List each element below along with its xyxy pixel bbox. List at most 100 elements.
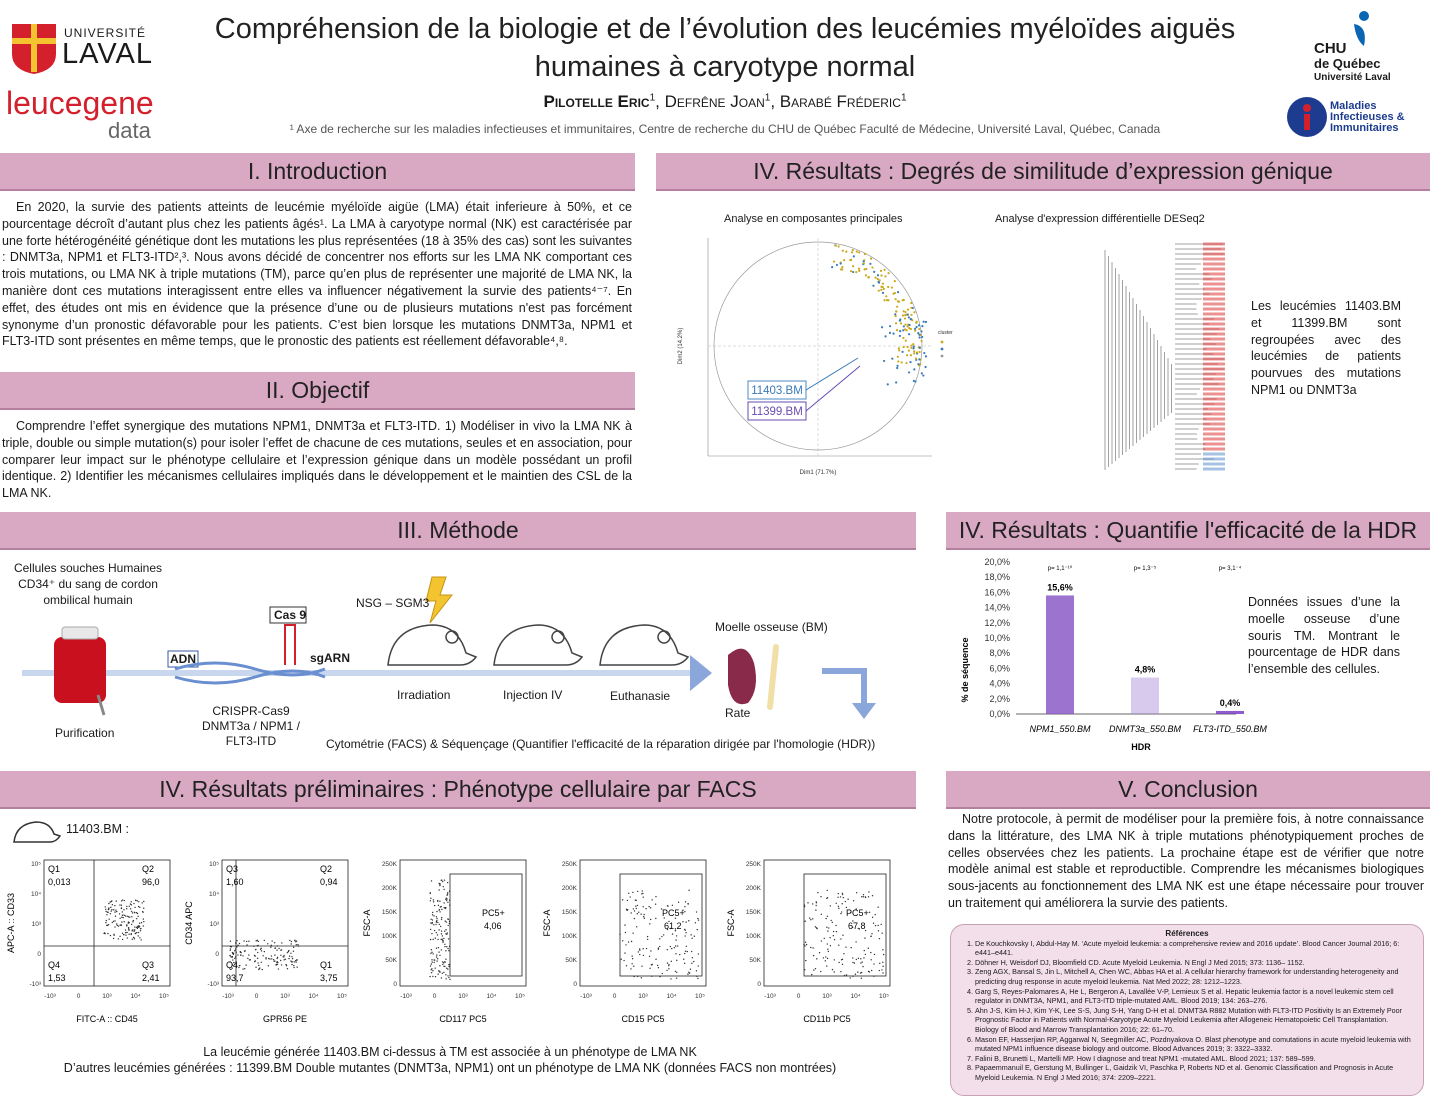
pca-point bbox=[905, 313, 908, 316]
legend-dot-2 bbox=[940, 347, 944, 351]
facs-event bbox=[431, 968, 433, 970]
facs-event bbox=[126, 925, 128, 927]
facs-gate-value: 67,8 bbox=[848, 921, 866, 931]
facs-event bbox=[248, 940, 250, 942]
facs-event bbox=[436, 934, 439, 936]
facs-event bbox=[826, 897, 829, 899]
facs-event bbox=[238, 966, 240, 969]
facs-event bbox=[447, 975, 449, 977]
dendrogram-leaf-label bbox=[1203, 317, 1225, 321]
facs-event bbox=[633, 917, 636, 920]
pca-point bbox=[885, 299, 889, 302]
facs-event bbox=[439, 911, 441, 913]
facs-event bbox=[849, 977, 851, 979]
bone-icon bbox=[767, 644, 779, 710]
facs-event bbox=[676, 971, 678, 974]
facs-event bbox=[246, 944, 248, 946]
conclusion-text: Notre protocole, à permit de modéliser p… bbox=[948, 812, 1424, 910]
facs-event bbox=[642, 915, 645, 918]
pca-point bbox=[876, 274, 880, 277]
facs-event bbox=[675, 935, 678, 937]
pca-point bbox=[857, 267, 861, 270]
facs-event bbox=[113, 909, 115, 911]
chu-logo: CHU de Québec Université Laval bbox=[1310, 10, 1420, 90]
author-1: Pilotelle Eric1 bbox=[543, 92, 656, 111]
pca-point bbox=[902, 329, 905, 332]
pca-point bbox=[858, 269, 861, 272]
facs-event bbox=[119, 904, 121, 906]
pca-point bbox=[923, 351, 926, 355]
facs-event bbox=[631, 958, 634, 960]
facs-event bbox=[852, 961, 854, 964]
facs-event bbox=[431, 919, 434, 921]
dendrogram-leaf-label bbox=[1203, 427, 1225, 431]
pca-point bbox=[913, 352, 916, 355]
pca-point bbox=[841, 249, 844, 252]
facs-event bbox=[674, 970, 677, 972]
dendrogram-leaf-label bbox=[1203, 357, 1225, 361]
facs-event bbox=[852, 900, 855, 902]
facs-event bbox=[436, 917, 438, 920]
facs-event bbox=[837, 905, 840, 908]
facs-event bbox=[137, 915, 139, 918]
method-mouse-strain: NSG – SGM3 bbox=[356, 596, 430, 610]
facs-event bbox=[632, 932, 634, 934]
author-2: Defrêne Joan1 bbox=[664, 92, 771, 111]
facs-event bbox=[435, 920, 438, 923]
facs-event bbox=[443, 902, 445, 904]
facs-event bbox=[676, 945, 679, 947]
facs-quadrant-q-bl-label: Q4 bbox=[48, 960, 60, 970]
facs-event bbox=[280, 954, 282, 956]
facs-event bbox=[863, 949, 865, 952]
facs-event bbox=[120, 904, 123, 906]
facs-event bbox=[263, 950, 266, 953]
facs-event bbox=[642, 906, 644, 908]
facs-event bbox=[283, 959, 285, 961]
facs-event bbox=[126, 931, 128, 934]
facs-event bbox=[657, 947, 660, 949]
pca-point bbox=[922, 320, 925, 323]
facs-event bbox=[231, 967, 233, 969]
facs-event bbox=[136, 927, 139, 930]
facs-plot-frame bbox=[221, 859, 349, 987]
facs-xtick: 10³ bbox=[638, 993, 648, 1000]
facs-event bbox=[105, 919, 108, 922]
facs-event bbox=[138, 922, 141, 924]
facs-event bbox=[694, 922, 697, 924]
facs-event bbox=[642, 954, 645, 957]
dendrogram-leaf-label bbox=[1203, 407, 1225, 411]
facs-event bbox=[671, 933, 674, 935]
facs-event bbox=[273, 942, 276, 944]
facs-event bbox=[429, 892, 431, 895]
pca-point bbox=[909, 318, 912, 321]
pca-point bbox=[894, 313, 897, 316]
facs-event bbox=[132, 919, 135, 922]
pca-point bbox=[912, 345, 915, 348]
facs-event bbox=[443, 937, 445, 940]
pca-point bbox=[896, 305, 899, 308]
facs-event bbox=[232, 959, 234, 961]
facs-event bbox=[106, 911, 109, 913]
facs-event bbox=[688, 971, 690, 973]
facs-event bbox=[826, 957, 829, 960]
facs-event bbox=[668, 920, 670, 923]
pca-point bbox=[862, 260, 865, 263]
facs-event bbox=[847, 898, 849, 900]
facs-event bbox=[277, 968, 280, 970]
facs-event bbox=[829, 945, 832, 947]
pca-point bbox=[901, 314, 905, 317]
facs-event bbox=[811, 973, 813, 976]
pca-point bbox=[888, 325, 892, 328]
facs-plot-frame bbox=[399, 859, 527, 987]
facs-event bbox=[265, 958, 267, 960]
facs-event bbox=[112, 937, 115, 940]
facs-event bbox=[850, 911, 852, 914]
pca-point bbox=[863, 252, 867, 256]
pca-xlabel: Dim1 (71.7%) bbox=[800, 470, 837, 476]
facs-event bbox=[114, 915, 117, 917]
pca-point bbox=[898, 349, 901, 352]
facs-event bbox=[620, 958, 622, 960]
facs-event bbox=[624, 924, 626, 926]
facs-event bbox=[445, 899, 448, 902]
facs-event bbox=[669, 945, 672, 948]
